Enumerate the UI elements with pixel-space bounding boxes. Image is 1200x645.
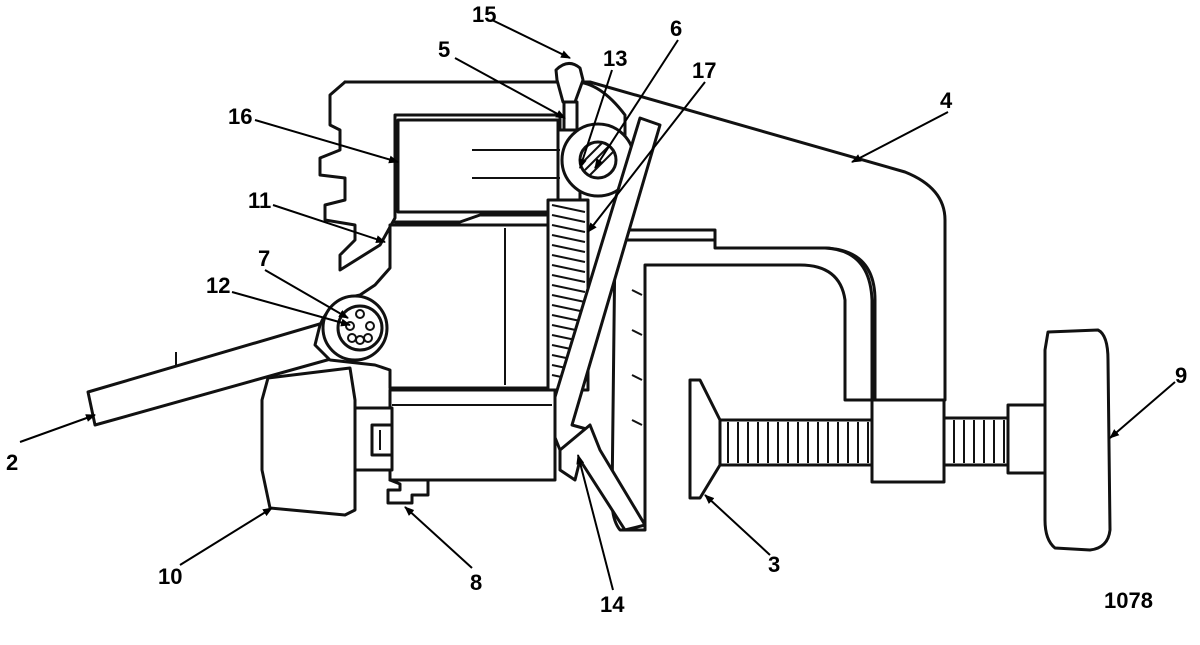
figure-number: 1078 (1104, 588, 1153, 613)
callout-8: 8 (470, 570, 482, 595)
left-knob (260, 366, 357, 517)
upper-housing (318, 80, 582, 272)
pivot-pin (321, 294, 389, 362)
callout-12: 12 (206, 273, 230, 298)
lower-body (386, 388, 557, 505)
callout-6: 6 (670, 16, 682, 41)
callout-13: 13 (603, 46, 627, 71)
callout-4: 4 (940, 88, 953, 113)
callout-9: 9 (1175, 363, 1187, 388)
knob-stud (350, 406, 394, 472)
locking-arm (546, 116, 662, 532)
clamp-screw (716, 398, 1052, 484)
callout-7: 7 (258, 246, 270, 271)
pull-knob (554, 62, 585, 132)
leader-lines (19, 19, 1176, 591)
t-handle (1043, 328, 1112, 552)
pivot-block (396, 118, 560, 214)
callout-10: 10 (158, 564, 182, 589)
callout-3: 3 (768, 552, 780, 577)
callout-16: 16 (228, 104, 252, 129)
callout-14: 14 (600, 592, 625, 617)
callout-11: 11 (248, 188, 271, 213)
callout-15: 15 (472, 2, 496, 27)
callout-2: 2 (6, 450, 18, 475)
callout-5: 5 (438, 37, 450, 62)
callout-17: 17 (692, 58, 716, 83)
swivel-pad (688, 378, 722, 500)
callout-labels: 15 5 13 6 17 4 16 11 7 12 2 10 8 14 3 9 … (6, 2, 1187, 617)
